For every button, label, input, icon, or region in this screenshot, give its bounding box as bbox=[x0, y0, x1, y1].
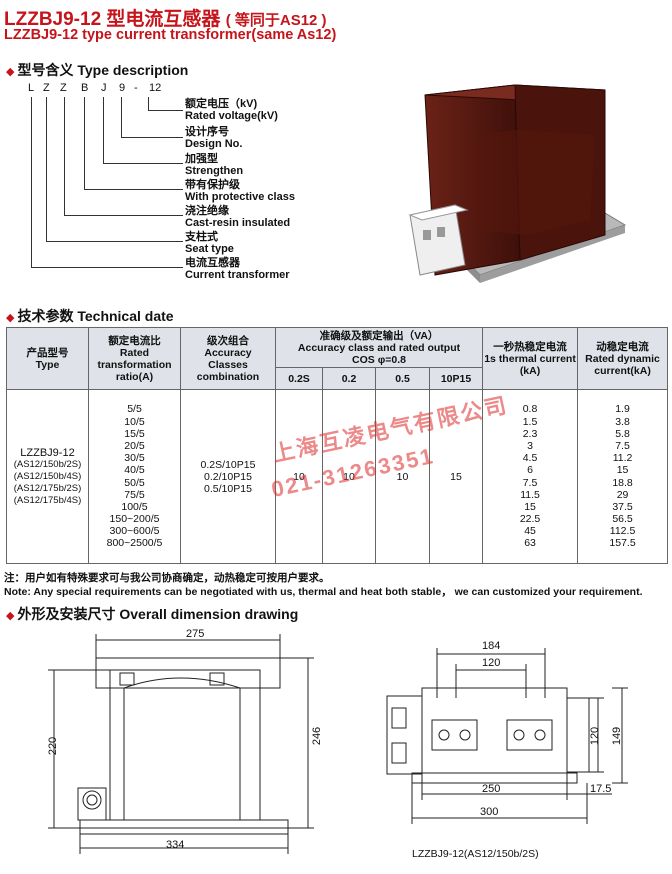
code-letter: L bbox=[28, 82, 35, 94]
dim-184: 184 bbox=[482, 640, 501, 652]
tech-heading-text: 技术参数 Technical date bbox=[17, 308, 174, 324]
code-letter: - bbox=[134, 82, 138, 94]
header-acc-05: 0.5 bbox=[375, 367, 430, 390]
type-description-heading-text: 型号含义 Type description bbox=[17, 62, 189, 78]
diamond-icon: ◆ bbox=[6, 610, 15, 622]
drawing-heading: ◆外形及安装尺寸 Overall dimension drawing bbox=[6, 604, 298, 624]
header-acc-02: 0.2 bbox=[322, 367, 376, 390]
dim-149: 149 bbox=[611, 726, 624, 746]
header-accuracy: 准确级及额定输出（VA）Accuracy class and rated out… bbox=[274, 327, 484, 368]
note-cn: 注：用户如有特殊要求可与我公司协商确定，动热稳定可按用户要求。 bbox=[4, 572, 330, 584]
note-en: Note: Any special requirements can be ne… bbox=[4, 586, 643, 598]
acc-10p15-cell: 15 bbox=[428, 389, 484, 564]
dim-300: 300 bbox=[480, 806, 499, 818]
dim-275: 275 bbox=[186, 628, 205, 640]
type-code: L Z Z B J 9 - 12 bbox=[28, 82, 208, 96]
dim-334: 334 bbox=[166, 839, 185, 851]
dim-250: 250 bbox=[482, 783, 501, 795]
dim-120-vertical: 120 bbox=[589, 726, 602, 746]
title-cn-main: LZZBJ9-12 型电流互感器 bbox=[4, 9, 221, 30]
code-letter: J bbox=[101, 82, 107, 94]
top-view-drawing bbox=[386, 648, 628, 824]
type-cell: LZZBJ9-12 (AS12/150b/2S) (AS12/150b/4S) … bbox=[6, 389, 89, 564]
meaning-voltage: 额定电压（kV)Rated voltage(kV) bbox=[185, 98, 278, 122]
title-en: LZZBJ9-12 type current transformer(same … bbox=[4, 27, 337, 43]
header-acc-10p15: 10P15 bbox=[428, 367, 484, 390]
front-view-drawing bbox=[48, 634, 314, 854]
code-letter: 9 bbox=[119, 82, 126, 94]
dim-220: 220 bbox=[47, 736, 60, 756]
product-photo bbox=[408, 84, 627, 283]
title-cn-paren: ( 等同于AS12 ) bbox=[225, 12, 327, 29]
drawing-heading-text: 外形及安装尺寸 Overall dimension drawing bbox=[17, 606, 299, 622]
header-acc-02s: 0.2S bbox=[275, 367, 323, 390]
title-cn: LZZBJ9-12 型电流互感器 ( 等同于AS12 ) bbox=[4, 4, 327, 31]
code-letter: Z bbox=[60, 82, 67, 94]
diamond-icon: ◆ bbox=[6, 66, 15, 78]
diamond-icon: ◆ bbox=[6, 312, 15, 324]
acc-02-cell: 10 bbox=[322, 389, 376, 564]
code-letter: B bbox=[81, 82, 89, 94]
dim-17-5: 17.5 bbox=[590, 783, 612, 795]
type-description-heading: ◆型号含义 Type description bbox=[6, 60, 188, 80]
dim-120: 120 bbox=[482, 657, 501, 669]
acc-05-cell: 10 bbox=[375, 389, 430, 564]
acc-02s-cell: 10 bbox=[275, 389, 323, 564]
code-letter: 12 bbox=[149, 82, 162, 94]
tech-heading: ◆技术参数 Technical date bbox=[6, 306, 174, 326]
code-letter: Z bbox=[43, 82, 50, 94]
drawing-caption: LZZBJ9-12(AS12/150b/2S) bbox=[412, 848, 539, 860]
dim-246: 246 bbox=[311, 726, 324, 746]
